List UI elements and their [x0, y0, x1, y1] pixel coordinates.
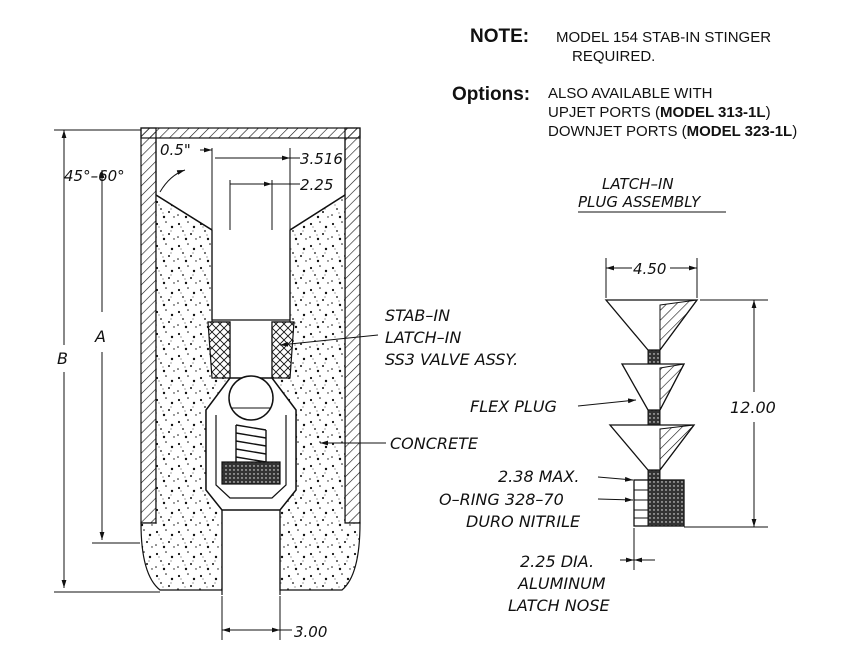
valve-ball [228, 375, 274, 421]
flex-plug-callout: FLEX PLUG [470, 397, 557, 416]
plug-title-line-1: LATCH–IN [602, 175, 674, 193]
valve-callout-line-2: LATCH–IN [385, 328, 461, 347]
plug-title-line-2: PLUG ASSEMBLY [578, 193, 702, 211]
o-ring-callout-line-1: O–RING 328–70 [439, 490, 564, 509]
latch-in-plug-assembly: LATCH–IN PLUG ASSEMBLY 4.50 12.00 [439, 175, 776, 615]
nose-callout-line-2: ALUMINUM [517, 574, 606, 593]
casing-collar [140, 127, 361, 139]
note-text-line-1: MODEL 154 STAB-IN STINGER [556, 29, 772, 46]
options-line-1: ALSO AVAILABLE WITH [548, 85, 713, 102]
options-line-3: DOWNJET PORTS (MODEL 323-1L) [548, 123, 797, 140]
options-line-3-model: MODEL 323-1L [686, 123, 793, 140]
plug-callouts [577, 398, 655, 570]
top-dimensions [159, 147, 300, 230]
latch-nose-body [647, 479, 685, 527]
valve-callout-line-3: SS3 VALVE ASSY. [385, 350, 518, 369]
valve-callout-line-1: STAB–IN [385, 306, 450, 325]
options-label: Options: [452, 84, 531, 105]
plug-height-label: 12.00 [730, 398, 776, 417]
left-callouts [279, 334, 386, 446]
dim-top-offset-label: 0.5" [160, 141, 191, 159]
latch-ring-right [271, 321, 295, 379]
options-line-2: UPJET PORTS (MODEL 313-1L) [548, 104, 771, 121]
options-line-2-model: MODEL 313-1L [659, 104, 766, 121]
concrete-callout: CONCRETE [390, 434, 479, 453]
funnel-bevel [155, 194, 346, 231]
casing-wall-left [140, 127, 157, 524]
dim-bottom-label: 3.00 [294, 623, 327, 641]
plug-width-label: 4.50 [633, 260, 666, 278]
max-dia-callout: 2.38 MAX. [498, 467, 580, 486]
dim-a-label: A [94, 327, 106, 346]
nose-callout-line-1: 2.25 DIA. [520, 552, 594, 571]
valve-spring [235, 424, 267, 463]
dim-outer-dia-label: 3.516 [300, 150, 343, 168]
valve-seat [221, 461, 281, 485]
valve-housing-inner [215, 415, 287, 499]
options-line-2-suffix: ) [765, 104, 771, 121]
bore-walls [211, 230, 291, 320]
options-line-3-prefix: DOWNJET PORTS ( [548, 123, 687, 140]
note-label: NOTE: [470, 26, 530, 47]
dim-b-label: B [57, 349, 68, 368]
plug-fin-bottom [608, 424, 696, 472]
plug-width-dimension [605, 258, 698, 298]
float-shoe-section: 0.5" 3.516 2.25 45°–60° A B 3.00 STAB–IN… [54, 127, 518, 641]
options-line-2-prefix: UPJET PORTS ( [548, 104, 660, 121]
dim-inner-dia-label: 2.25 [300, 176, 333, 194]
note-text-line-2: REQUIRED. [572, 48, 656, 65]
plug-fin-top [604, 299, 699, 352]
shoe-outlet [221, 510, 281, 595]
funnel-walls [155, 138, 346, 195]
plug-fin-middle [620, 363, 686, 411]
plug-height-dimension [684, 299, 768, 528]
options-line-3-suffix: ) [792, 123, 798, 140]
o-ring-grooves [634, 489, 648, 519]
nose-callout-line-3: LATCH NOSE [508, 596, 610, 615]
latch-ring-left [207, 321, 231, 379]
angle-label: 45°–60° [64, 167, 125, 185]
casing-wall-right [344, 127, 361, 524]
vertical-dimensions [54, 129, 160, 593]
bottom-dimension [221, 596, 292, 640]
o-ring-callout-line-2: DURO NITRILE [466, 512, 581, 531]
